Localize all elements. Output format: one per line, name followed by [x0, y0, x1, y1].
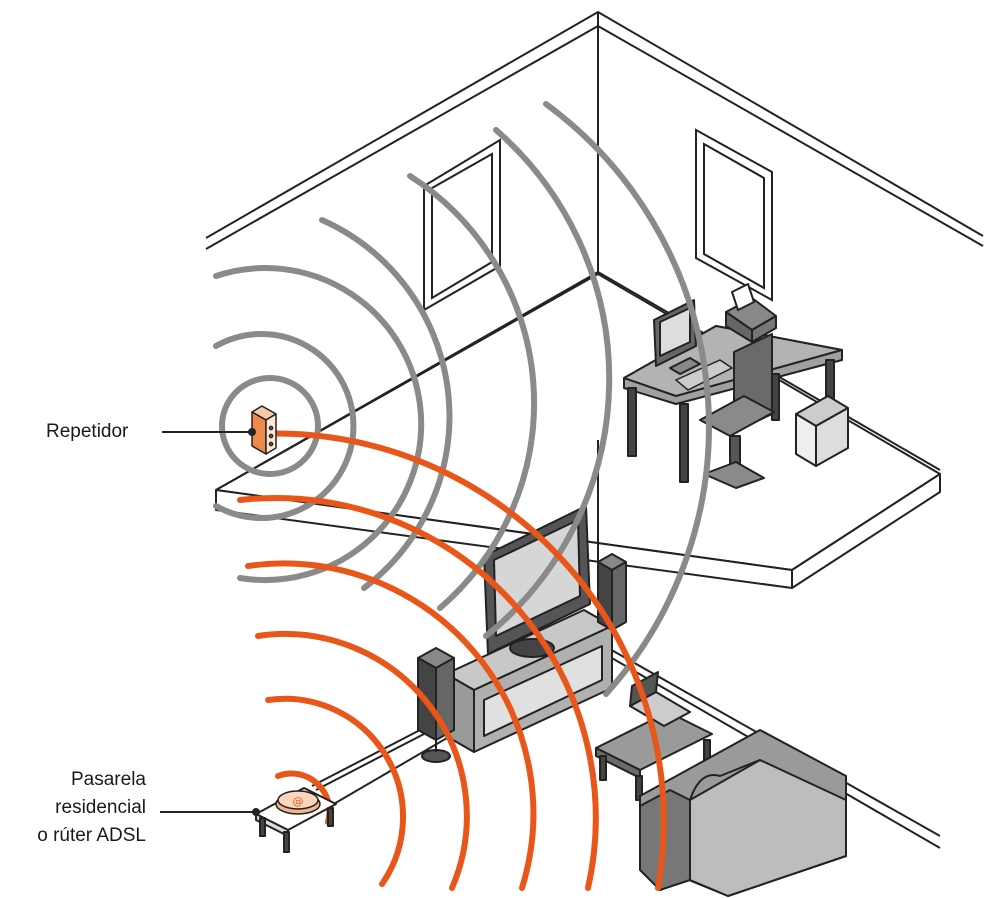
office-chair [699, 333, 775, 489]
gateway-label-line-3: o rúter ADSL [37, 825, 146, 846]
repeater-device-icon [251, 405, 277, 455]
speaker-left-icon [417, 647, 455, 763]
upper-floor-slab [215, 273, 941, 589]
gateway-label: Pasarela residencial o rúter ADSL [37, 766, 146, 850]
gateway-router-icon: @ [275, 790, 321, 815]
cable [311, 729, 425, 791]
pc-tower-icon [795, 395, 849, 467]
gateway-label-line-1: Pasarela [71, 769, 146, 790]
gateway-signal-waves [237, 430, 667, 891]
label-leaders [160, 428, 260, 816]
window-left [423, 138, 501, 312]
gateway-label-line-2: residencial [55, 797, 146, 818]
printer-icon [725, 283, 777, 343]
repeater-label: Repetidor [46, 421, 129, 442]
window-right [695, 128, 773, 302]
sofa-icon [639, 729, 847, 897]
monitor-icon [653, 299, 701, 375]
speaker-right-icon [597, 553, 627, 631]
svg-text:@: @ [293, 795, 304, 808]
